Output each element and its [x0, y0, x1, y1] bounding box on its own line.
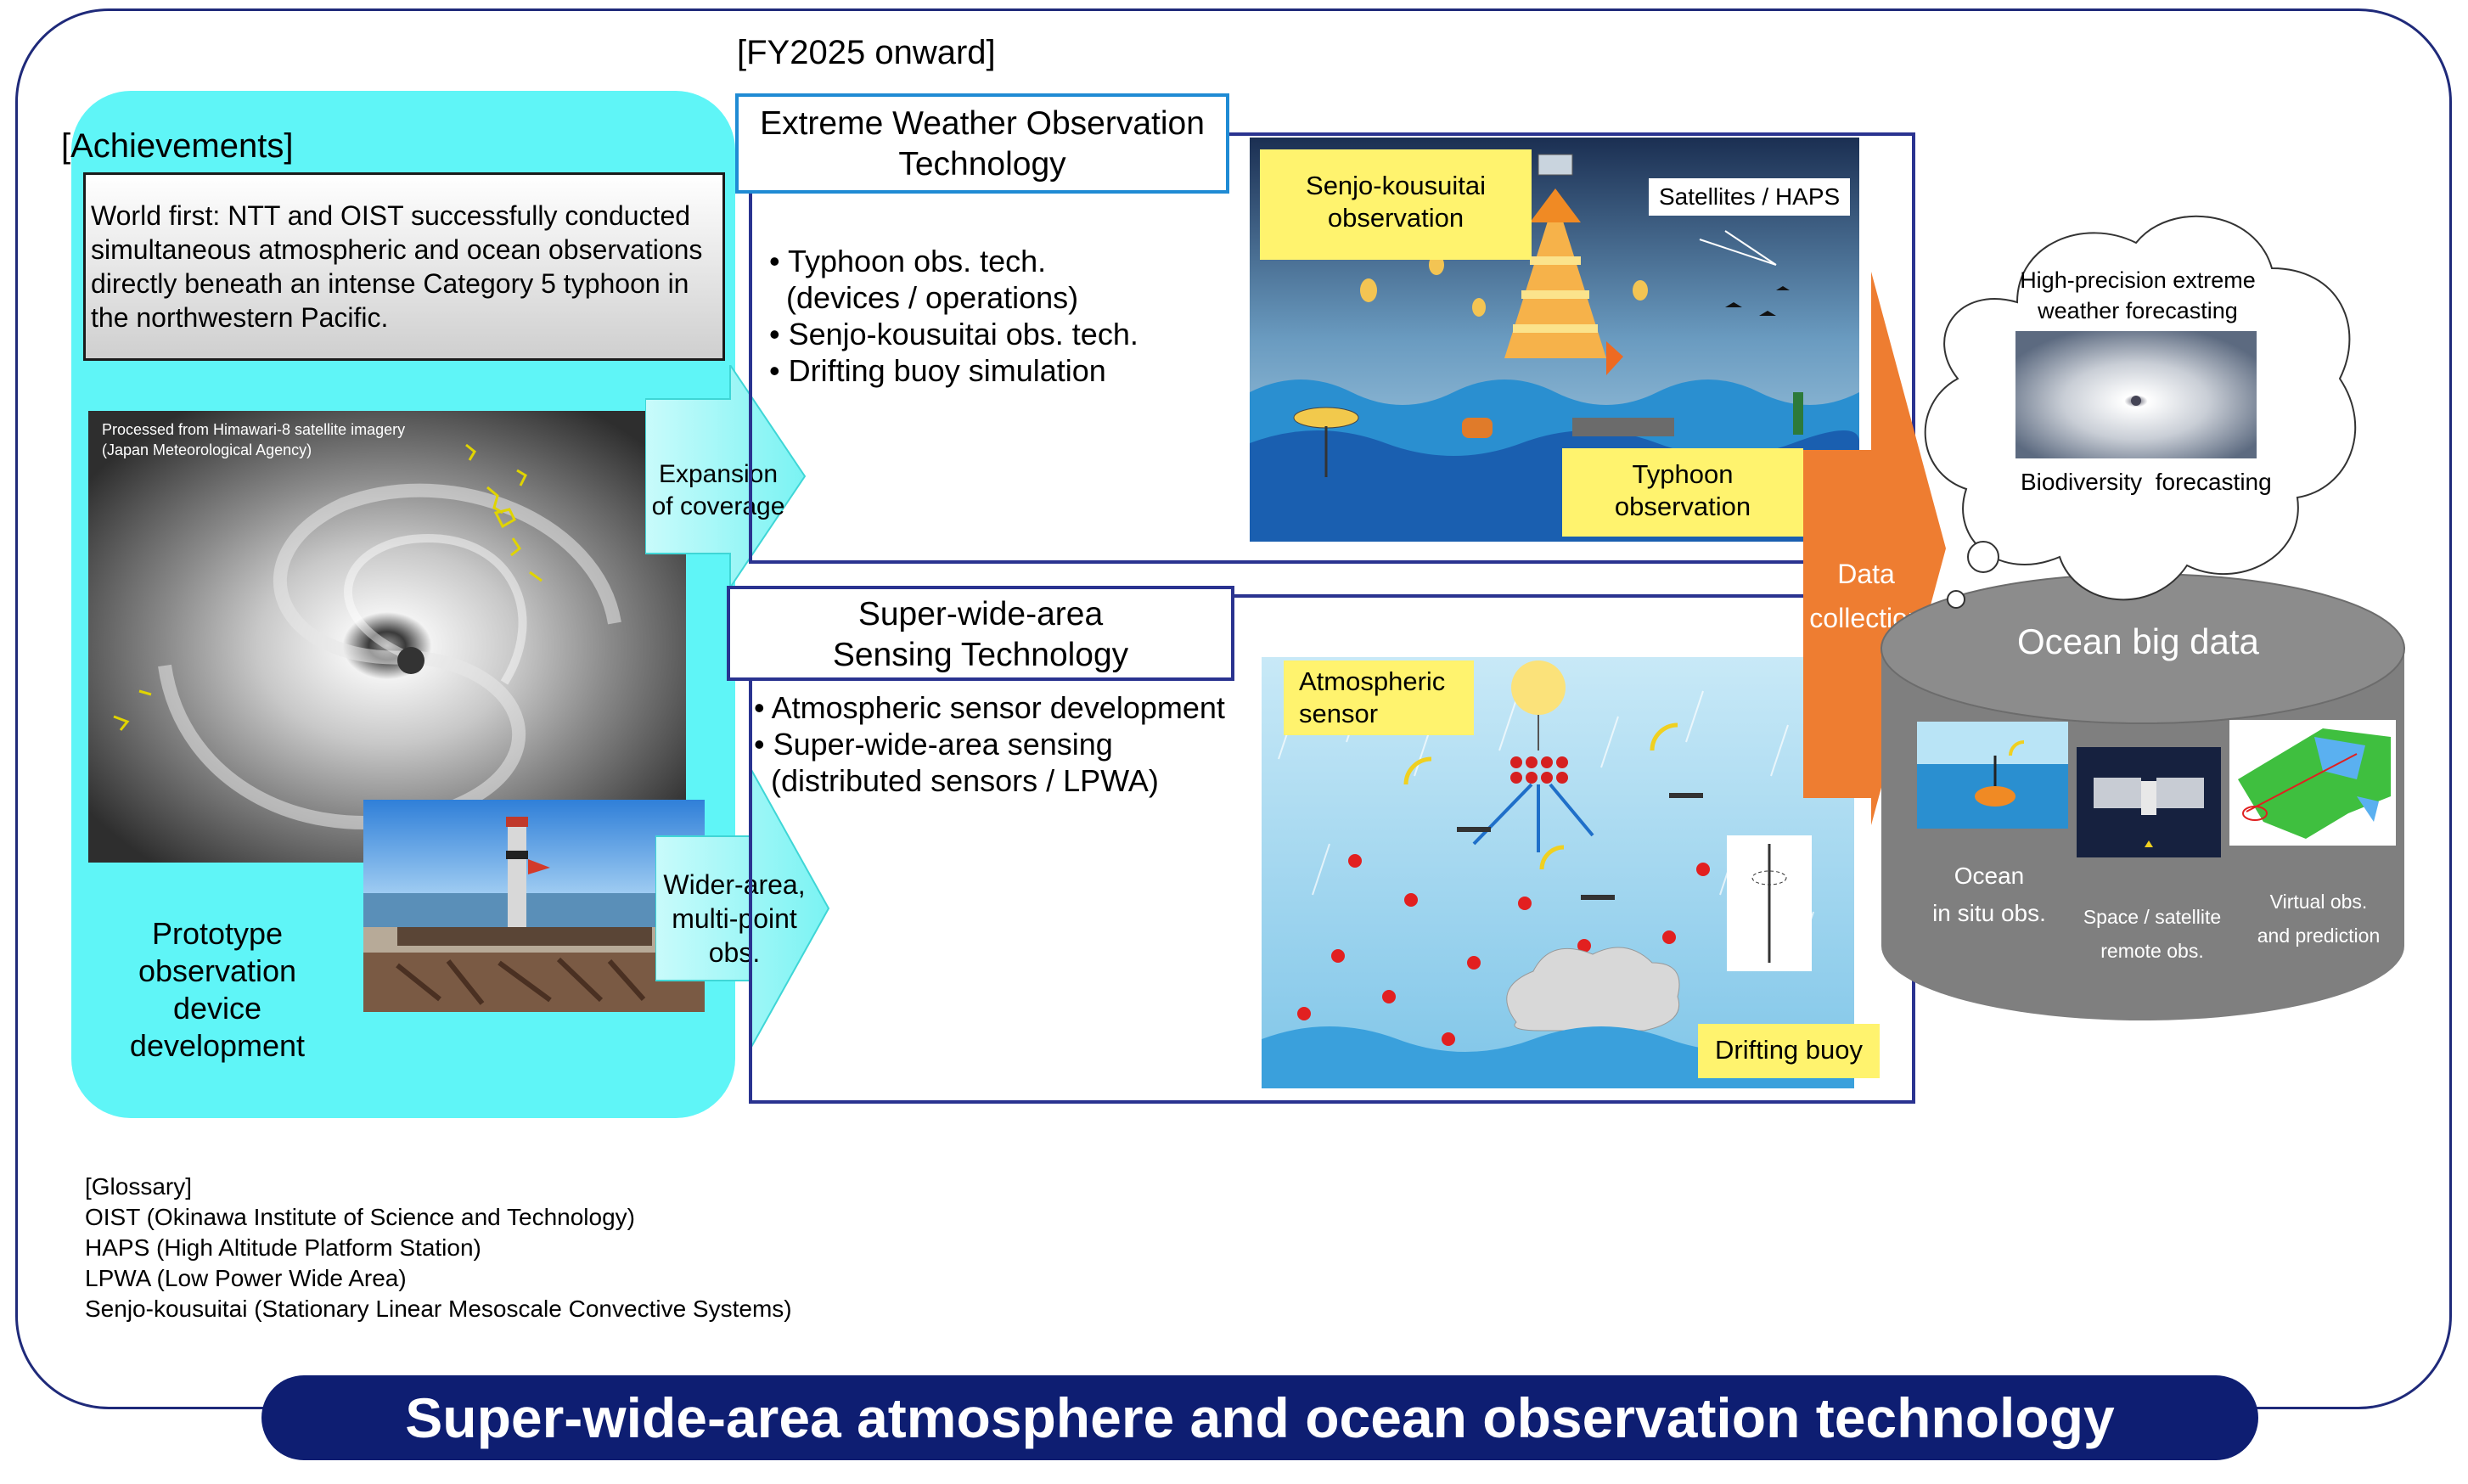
expansion-arrow	[644, 362, 807, 591]
virtual-obs-label: Virtual obs. and prediction	[2257, 891, 2381, 947]
extreme-weather-bullets: • Typhoon obs. tech. (devices / operatio…	[769, 244, 1138, 388]
virtual-obs-thumbnail	[2229, 720, 2396, 846]
achievements-heading: [Achievements]	[61, 127, 294, 165]
fy2025-heading: [FY2025 onward]	[737, 34, 996, 71]
space-satellite-label: Space / satellite remote obs.	[2083, 906, 2222, 962]
typhoon-observation-label: Typhoon observation	[1562, 448, 1803, 537]
data-collection-arrow	[1803, 272, 1948, 825]
drifting-buoy-label: Drifting buoy	[1698, 1024, 1880, 1078]
prototype-label: Prototype observation device development	[129, 916, 306, 1063]
world-first-box: World first: NTT and OIST successfully c…	[83, 172, 725, 361]
space-satellite-thumbnail	[2077, 747, 2221, 857]
super-wide-sensing-illustration	[1262, 657, 1854, 1088]
ocean-insitu-thumbnail	[1917, 722, 2068, 829]
biodiversity-forecasting-label: Biodiversity forecasting	[2021, 469, 2272, 495]
ocean-insitu-label: Ocean in situ obs.	[1932, 863, 2046, 926]
ocean-big-data-title: Ocean big data	[2017, 621, 2259, 661]
atmospheric-sensor-label: Atmospheric sensor	[1284, 660, 1474, 735]
himawari-caption-line1: Processed from Himawari-8 satellite imag…	[102, 421, 405, 438]
super-wide-area-bullets: • Atmospheric sensor development • Super…	[754, 690, 1225, 798]
expansion-arrow-label: Expansion of coverage	[651, 460, 785, 520]
forecast-typhoon-thumbnail	[2015, 331, 2257, 458]
glossary: [Glossary] OIST (Okinawa Institute of Sc…	[85, 1173, 792, 1322]
wider-area-arrow-label: Wider-area, multi-point obs.	[663, 869, 806, 968]
senjo-observation-label: Senjo-kousuitai observation	[1260, 149, 1532, 260]
prototype-device-photo	[363, 800, 705, 1012]
himawari-caption-line2: (Japan Meteorological Agency)	[102, 441, 312, 458]
footer-banner: Super-wide-area atmosphere and ocean obs…	[261, 1375, 2258, 1460]
typhoon-satellite-image: Processed from Himawari-8 satellite imag…	[88, 411, 686, 863]
extreme-weather-frame	[749, 132, 1915, 564]
extreme-weather-title: Extreme Weather Observation Technology	[735, 93, 1229, 194]
satellites-haps-label: Satellites / HAPS	[1649, 178, 1851, 216]
super-wide-area-title: Super-wide-area Sensing Technology	[727, 586, 1234, 681]
high-precision-forecast-label: High-precision extreme weather forecasti…	[2020, 267, 2256, 323]
